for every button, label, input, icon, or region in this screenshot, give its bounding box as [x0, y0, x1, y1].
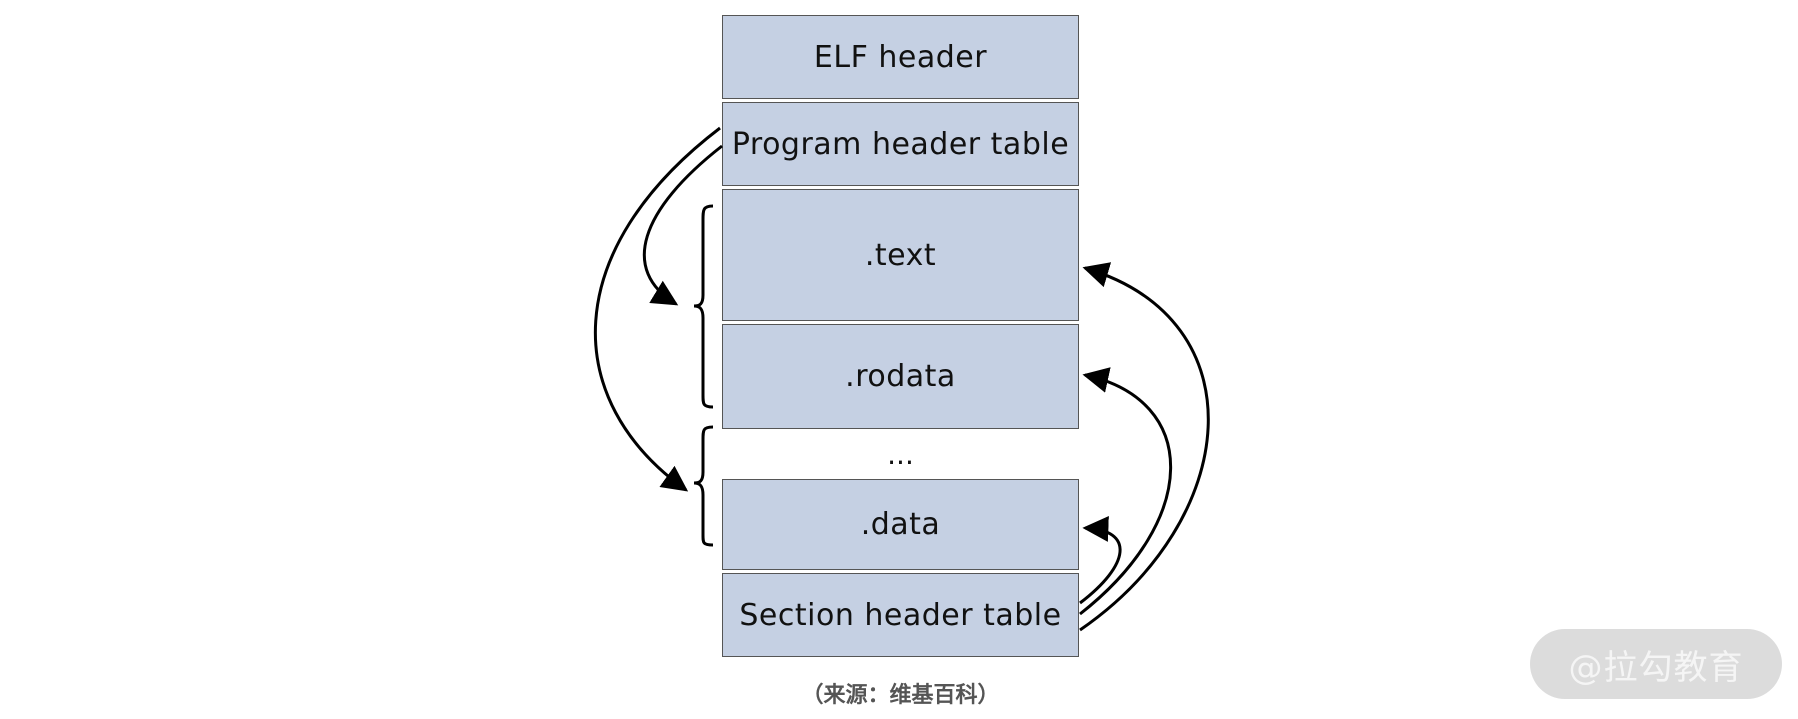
sht-to-data-arrow	[1079, 515, 1122, 605]
segment-brace-upper	[693, 204, 714, 409]
section-header-table-block: Section header table	[722, 573, 1079, 657]
watermark-badge: @拉勾教育	[1530, 629, 1782, 699]
data-section-label: .data	[860, 507, 941, 542]
rodata-section-label: .rodata	[845, 359, 956, 394]
sht-to-rodata-arrow	[1079, 367, 1173, 616]
source-caption: （来源：维基百科）	[801, 683, 1000, 708]
text-section-block: .text	[722, 189, 1079, 321]
sht-to-text-arrow	[1079, 262, 1210, 632]
elf-header-block: ELF header	[722, 15, 1079, 99]
elf-header-label: ELF header	[813, 39, 988, 75]
program-header-table-block: Program header table	[722, 102, 1079, 186]
rodata-section-block: .rodata	[722, 324, 1079, 429]
pht-to-upper-segment-arrow	[642, 144, 723, 306]
section-ellipsis: ...	[887, 437, 914, 471]
data-section-block: .data	[722, 479, 1079, 570]
section-header-table-label: Section header table	[739, 597, 1062, 633]
pht-to-lower-segment-arrow	[593, 126, 721, 492]
segment-brace-lower	[693, 425, 714, 547]
program-header-table-label: Program header table	[731, 126, 1070, 162]
text-section-label: .text	[864, 237, 937, 273]
watermark-text: @拉勾教育	[1568, 647, 1744, 688]
